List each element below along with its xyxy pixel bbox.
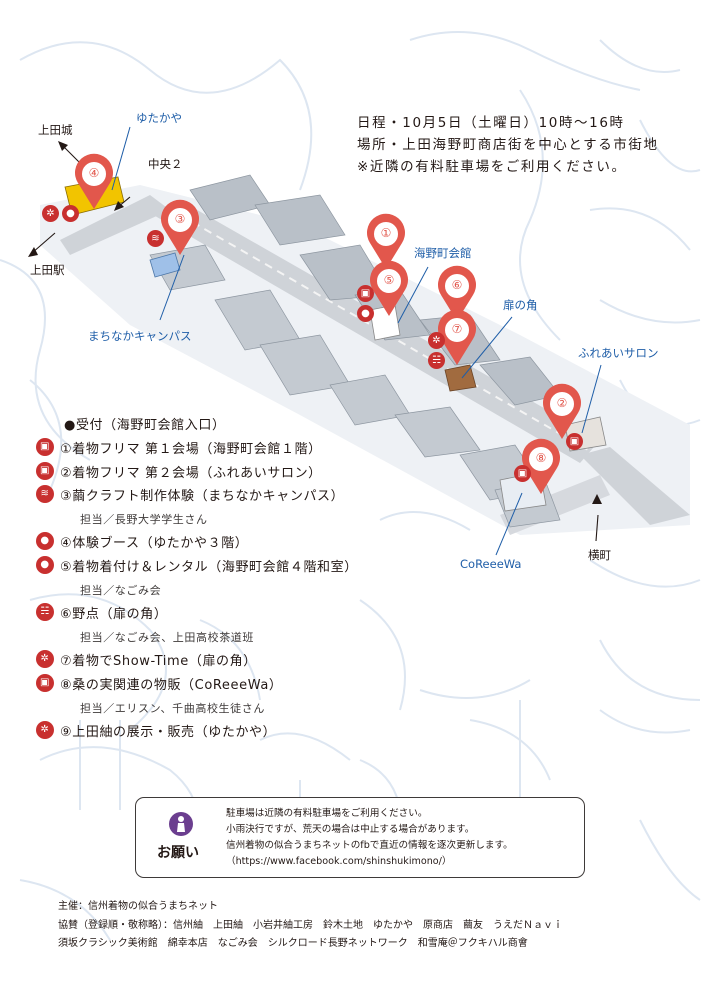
pin-number: ④ — [81, 161, 107, 187]
legend-item-5-staff: 担当／なごみ会 — [80, 584, 162, 598]
label-ueda-castle: 上田城 — [38, 123, 73, 137]
legend-item-5: ● ⑤着物着付け＆レンタル（海野町会館４階和室） — [36, 554, 456, 578]
map-pin-1[interactable]: ① — [365, 213, 407, 271]
pin-number: ⑥ — [444, 273, 470, 299]
map-pin-8[interactable]: ⑧ — [520, 438, 562, 496]
pin-number: ③ — [167, 207, 193, 233]
shopping-bag-icon: ▣ — [36, 461, 54, 480]
shopping-bag-icon: ▣ — [514, 465, 531, 482]
shopping-bag-icon: ▣ — [36, 674, 54, 693]
map-pin-3[interactable]: ③ — [159, 199, 201, 257]
notice-line: 小雨決行ですが、荒天の場合は中止する場合があります。 — [226, 824, 475, 835]
label-tobira-no-kado: 扉の角 — [503, 298, 538, 312]
sponsors-line-2: 須坂クラシック美術館 綿幸本店 なごみ会 シルクロード長野ネットワーク 和雪庵＠… — [58, 938, 528, 949]
notice-line: 駐車場は近隣の有料駐車場をご利用ください。 — [226, 808, 428, 819]
street-map: 上田城 ゆたかや 中央２ 上田駅 まちなかキャンパス 海野町会館 扉の角 ふれあ… — [0, 95, 707, 595]
label-machinaka-campus: まちなかキャンパス — [88, 329, 192, 343]
schedule-date: 日程・10月5日（土曜日）10時～16時 — [357, 115, 625, 131]
label-yutakaya: ゆたかや — [136, 111, 182, 125]
legend-item-1: ▣ ①着物フリマ 第１会場（海野町会館１階） — [36, 436, 456, 460]
legend-item-6-staff: 担当／なごみ会、上田高校茶道班 — [80, 631, 254, 645]
showtime-star-icon: ✲ — [42, 205, 59, 222]
pin-number: ⑧ — [528, 446, 554, 472]
label-ueda-station: 上田駅 — [30, 263, 65, 277]
person-head-icon: ● — [62, 205, 79, 222]
activity-legend: ●受付（海野町会館入口） ▣ ①着物フリマ 第１会場（海野町会館１階） ▣ ②着… — [36, 412, 456, 743]
legend-item-8-staff: 担当／エリスン、千曲高校生徒さん — [80, 702, 265, 716]
label-chuo2: 中央２ — [148, 157, 183, 171]
shopping-bag-icon: ▣ — [566, 433, 583, 450]
schedule-parking-note: ※近隣の有料駐車場をご利用ください。 — [357, 159, 627, 175]
map-pin-5[interactable]: ⑤ — [368, 260, 410, 318]
legend-item-reception: ●受付（海野町会館入口） — [64, 418, 226, 433]
notice-line: 信州着物の似合うまちネットのfbで直近の情報を逐次更新します。 — [226, 840, 513, 851]
craft-basket-icon: ≋ — [36, 485, 54, 504]
sponsors-line-1: 協賛（登録順・敬称略）：信州紬 上田紬 小岩井紬工房 鈴木土地 ゆたかや 原商店… — [58, 919, 563, 931]
notice-lines: 駐車場は近隣の有料駐車場をご利用ください。 小雨決行ですが、荒天の場合は中止する… — [226, 806, 513, 870]
map-pin-7[interactable]: ⑦ — [436, 309, 478, 367]
showtime-star-icon: ✲ — [36, 650, 54, 669]
legend-item-3-staff: 担当／長野大学学生さん — [80, 513, 208, 527]
event-schedule: 日程・10月5日（土曜日）10時～16時 場所・上田海野町商店街を中心とする市街… — [357, 112, 697, 178]
label-coreeewa: CoReeeWa — [460, 557, 522, 571]
person-head-icon: ● — [36, 556, 54, 575]
person-head-icon: ● — [357, 305, 374, 322]
pin-number: ⑦ — [444, 317, 470, 343]
shopping-bag-icon: ▣ — [36, 437, 54, 456]
organizer: 主催：信州着物の似合うまちネット — [58, 901, 218, 912]
map-pin-6[interactable]: ⑥ — [436, 265, 478, 323]
legend-item-3: ≋ ③繭クラフト制作体験（まちなかキャンパス） — [36, 483, 456, 507]
credits: 主催：信州着物の似合うまちネット 協賛（登録順・敬称略）：信州紬 上田紬 小岩井… — [58, 898, 563, 954]
notice-box: お願い 駐車場は近隣の有料駐車場をご利用ください。 小雨決行ですが、荒天の場合は… — [135, 797, 585, 878]
legend-item-6: ☵ ⑥野点（扉の角） — [36, 601, 456, 625]
kimono-figure-icon — [169, 812, 193, 836]
tea-bowl-icon: ☵ — [36, 603, 54, 622]
showtime-star-icon: ✲ — [36, 721, 54, 740]
label-unnomachi-hall: 海野町会館 — [414, 246, 472, 260]
pin-number: ① — [373, 221, 399, 247]
person-head-icon: ● — [36, 532, 54, 551]
label-yokomachi: 横町 — [588, 548, 611, 562]
craft-basket-icon: ≋ — [147, 230, 164, 247]
legend-item-2: ▣ ②着物フリマ 第２会場（ふれあいサロン） — [36, 460, 456, 484]
schedule-venue: 場所・上田海野町商店街を中心とする市街地 — [357, 137, 659, 153]
legend-item-7: ✲ ⑦着物でShow-Time（扉の角） — [36, 648, 456, 672]
pin-number: ⑤ — [376, 268, 402, 294]
map-pin-4[interactable]: ④ — [73, 153, 115, 211]
label-fureai-salon: ふれあいサロン — [578, 346, 659, 360]
legend-item-4: ● ④体験ブース（ゆたかや３階） — [36, 530, 456, 554]
showtime-star-icon: ✲ — [428, 332, 445, 349]
tea-bowl-icon: ☵ — [428, 352, 445, 369]
pin-number: ② — [549, 391, 575, 417]
legend-item-8: ▣ ⑧桑の実関連の物販（CoReeeWa） — [36, 672, 456, 696]
map-pin-2[interactable]: ② — [541, 383, 583, 441]
notice-title: お願い — [157, 845, 199, 861]
notice-line: （https://www.facebook.com/shinshukimono/… — [226, 856, 452, 867]
shopping-bag-icon: ▣ — [357, 285, 374, 302]
legend-item-9: ✲ ⑨上田紬の展示・販売（ゆたかや） — [36, 719, 456, 743]
